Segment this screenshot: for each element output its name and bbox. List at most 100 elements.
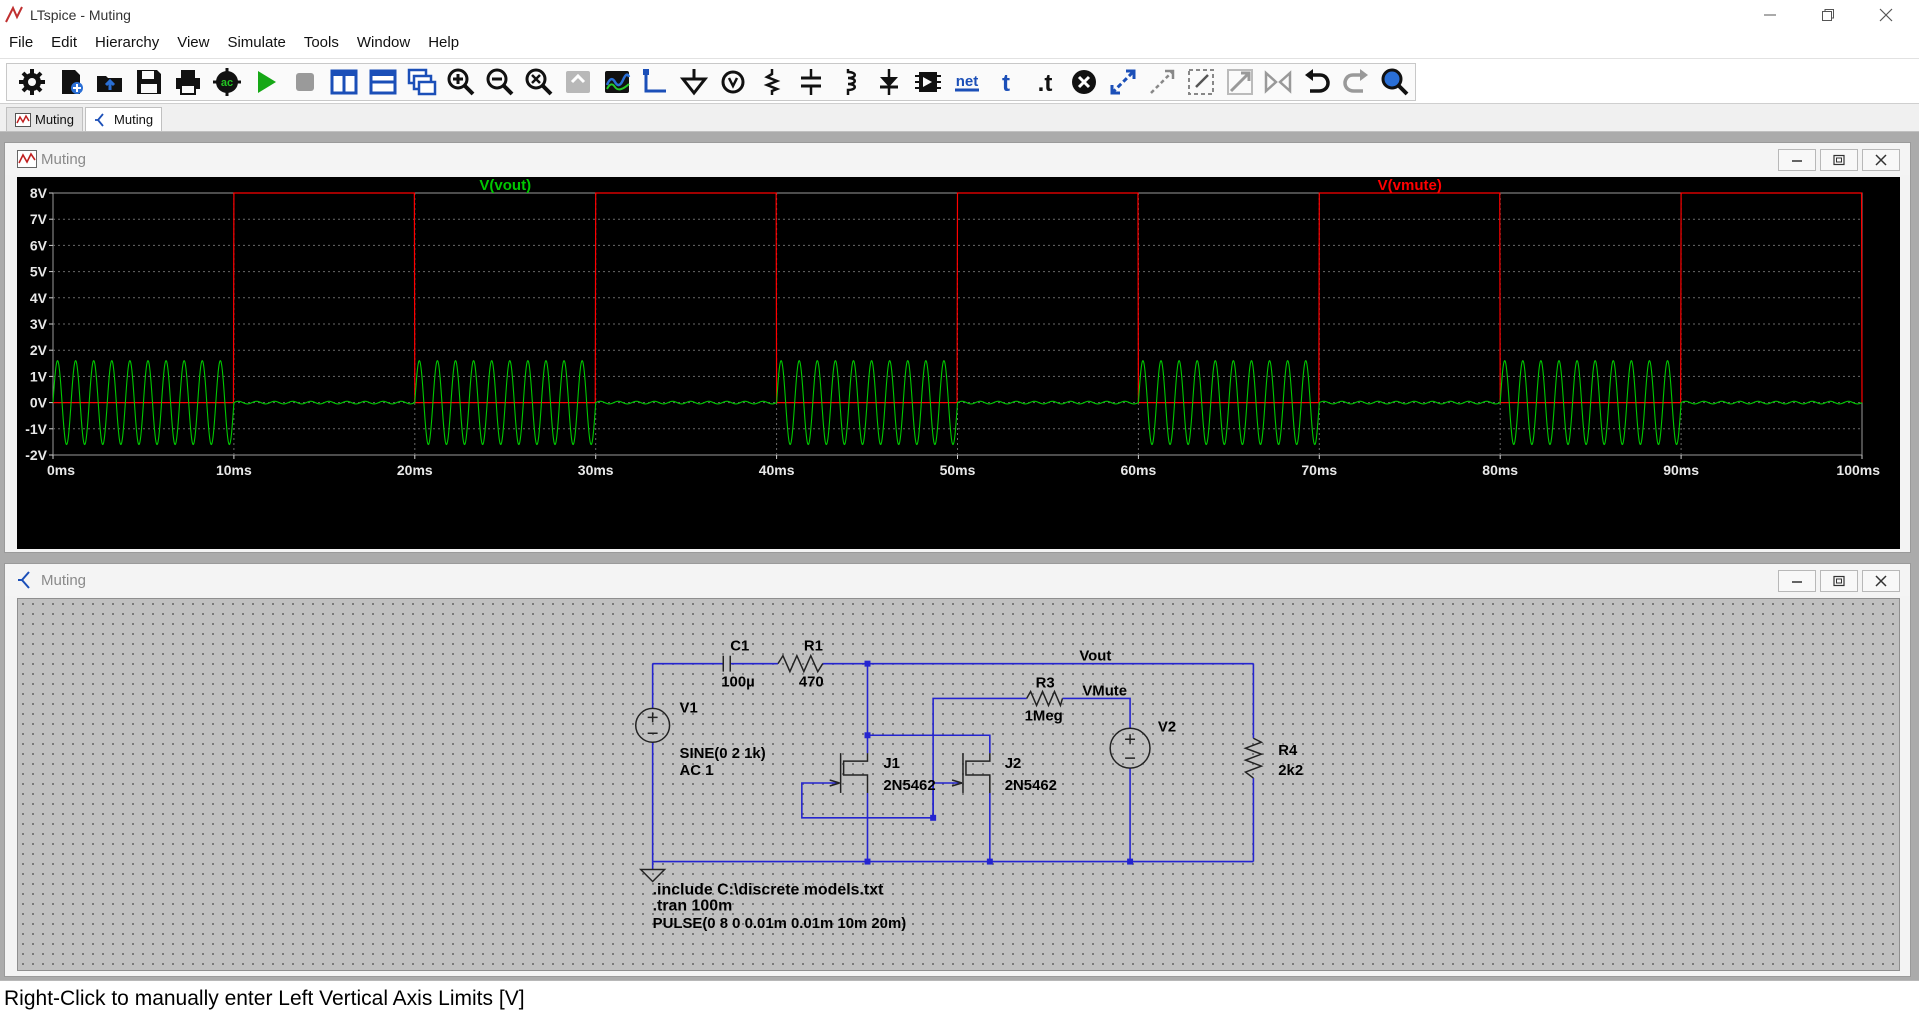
menu-help[interactable]: Help — [428, 34, 460, 51]
series-vout-line[interactable] — [52, 360, 1863, 446]
ground-symbol[interactable] — [638, 868, 667, 883]
j2-model-label[interactable]: 2N5462 — [1005, 778, 1057, 794]
capacitor-button[interactable] — [792, 65, 831, 99]
y-tick-label[interactable]: 0V — [30, 395, 48, 411]
x-tick-label[interactable]: 60ms — [1120, 462, 1156, 478]
save-button[interactable] — [130, 65, 169, 99]
v1-name-label[interactable]: V1 — [680, 700, 698, 716]
r3-name-label[interactable]: R3 — [1036, 676, 1055, 692]
y-tick-label[interactable]: 8V — [30, 185, 48, 201]
resistor-button[interactable] — [753, 65, 792, 99]
vmute-net-label[interactable]: VMute — [1082, 683, 1127, 699]
schematic-close-button[interactable] — [1862, 570, 1900, 592]
resistor-r1[interactable] — [777, 653, 824, 674]
j1-name-label[interactable]: J1 — [883, 756, 900, 772]
component-button[interactable] — [909, 65, 948, 99]
rotate-button[interactable] — [1220, 65, 1259, 99]
series-vmute-line[interactable] — [53, 192, 1863, 404]
x-tick-label[interactable]: 100ms — [1836, 462, 1880, 478]
voltage-source-button[interactable] — [714, 65, 753, 99]
jfet-j1[interactable] — [829, 753, 869, 793]
wire[interactable] — [1062, 697, 1131, 729]
text-button[interactable]: t — [986, 65, 1025, 99]
x-tick-label[interactable]: 30ms — [578, 462, 614, 478]
drag-button[interactable] — [1181, 65, 1220, 99]
legend-vmute[interactable]: V(vmute) — [1378, 177, 1442, 194]
menu-view[interactable]: View — [177, 34, 210, 51]
x-tick-label[interactable]: 0ms — [47, 462, 75, 478]
schematic-window-titlebar[interactable]: Muting — [5, 564, 1910, 596]
tile-horizontal-button[interactable] — [363, 65, 402, 99]
jfet-j2[interactable] — [951, 753, 991, 793]
halt-button[interactable] — [286, 65, 325, 99]
v1-ac-label[interactable]: AC 1 — [680, 763, 714, 779]
schematic-minimize-button[interactable] — [1778, 570, 1816, 592]
x-tick-label[interactable]: 70ms — [1301, 462, 1337, 478]
close-button[interactable] — [1857, 0, 1915, 30]
r4-value-label[interactable]: 2k2 — [1278, 763, 1303, 779]
y-tick-label[interactable]: 7V — [30, 211, 48, 227]
schematic-canvas[interactable]: C1 100µ R1 470 Vout R3 VMute 1Meg V1 SIN… — [17, 598, 1900, 971]
mirror-button[interactable] — [1259, 65, 1298, 99]
plot-legend[interactable]: V(vout) V(vmute) — [479, 177, 1441, 194]
waveform-minimize-button[interactable] — [1778, 149, 1816, 171]
inductor-button[interactable] — [831, 65, 870, 99]
y-tick-label[interactable]: 1V — [30, 368, 48, 384]
y-tick-label[interactable]: 5V — [30, 264, 48, 280]
vout-net-label[interactable]: Vout — [1079, 649, 1111, 665]
voltage-source-v1[interactable] — [634, 707, 671, 743]
include-directive[interactable]: .include C:\discrete models.txt — [653, 881, 884, 898]
schematic-restore-button[interactable] — [1820, 570, 1858, 592]
x-tick-label[interactable]: 20ms — [397, 462, 433, 478]
new-schematic-button[interactable] — [52, 65, 91, 99]
waveform-close-button[interactable] — [1862, 149, 1900, 171]
tran-directive[interactable]: .tran 100m — [653, 897, 733, 914]
run-button[interactable] — [247, 65, 286, 99]
menu-edit[interactable]: Edit — [51, 34, 78, 51]
duplicate-button[interactable] — [1103, 65, 1142, 99]
x-tick-label[interactable]: 90ms — [1663, 462, 1699, 478]
voltage-source-v2[interactable] — [1109, 727, 1151, 769]
spice-directive-button[interactable]: .t — [1025, 65, 1064, 99]
v2-value-label[interactable]: PULSE(0 8 0 0.01m 0.01m 10m 20m) — [653, 916, 907, 932]
c1-value-label[interactable]: 100µ — [721, 675, 754, 691]
y-tick-label[interactable]: -1V — [25, 421, 47, 437]
menu-simulate[interactable]: Simulate — [227, 34, 286, 51]
y-tick-label[interactable]: 2V — [30, 342, 48, 358]
print-button[interactable] — [169, 65, 208, 99]
wire-button[interactable] — [636, 65, 675, 99]
wire[interactable] — [932, 782, 962, 818]
menu-hierarchy[interactable]: Hierarchy — [95, 34, 160, 51]
settings-button[interactable] — [13, 65, 52, 99]
legend-vout[interactable]: V(vout) — [479, 177, 531, 194]
wire[interactable] — [867, 734, 991, 754]
v1-value-label[interactable]: SINE(0 2 1k) — [680, 746, 766, 762]
waveform-restore-button[interactable] — [1820, 149, 1858, 171]
delete-button[interactable] — [1064, 65, 1103, 99]
tab-muting-schematic[interactable]: Muting — [85, 107, 163, 131]
tab-muting-waveform[interactable]: Muting — [6, 107, 84, 131]
open-button[interactable] — [91, 65, 130, 99]
wire[interactable] — [932, 697, 1027, 818]
undo-button[interactable] — [1298, 65, 1337, 99]
y-tick-label[interactable]: 4V — [30, 290, 48, 306]
j2-name-label[interactable]: J2 — [1005, 756, 1022, 772]
ac-analysis-button[interactable]: ac — [208, 65, 247, 99]
cascade-button[interactable] — [402, 65, 441, 99]
y-tick-label[interactable]: -2V — [25, 447, 47, 463]
tile-vertical-button[interactable] — [325, 65, 364, 99]
diode-button[interactable] — [870, 65, 909, 99]
autorange-button[interactable] — [597, 65, 636, 99]
zoom-back-button[interactable] — [558, 65, 597, 99]
menu-window[interactable]: Window — [356, 34, 411, 51]
x-tick-label[interactable]: 80ms — [1482, 462, 1518, 478]
ground-button[interactable] — [675, 65, 714, 99]
x-tick-label[interactable]: 40ms — [759, 462, 795, 478]
c1-name-label[interactable]: C1 — [730, 639, 749, 655]
x-tick-label[interactable]: 10ms — [216, 462, 252, 478]
redo-button[interactable] — [1337, 65, 1376, 99]
resistor-r3[interactable] — [1025, 689, 1064, 708]
r1-value-label[interactable]: 470 — [799, 675, 824, 691]
menu-file[interactable]: File — [9, 34, 34, 51]
